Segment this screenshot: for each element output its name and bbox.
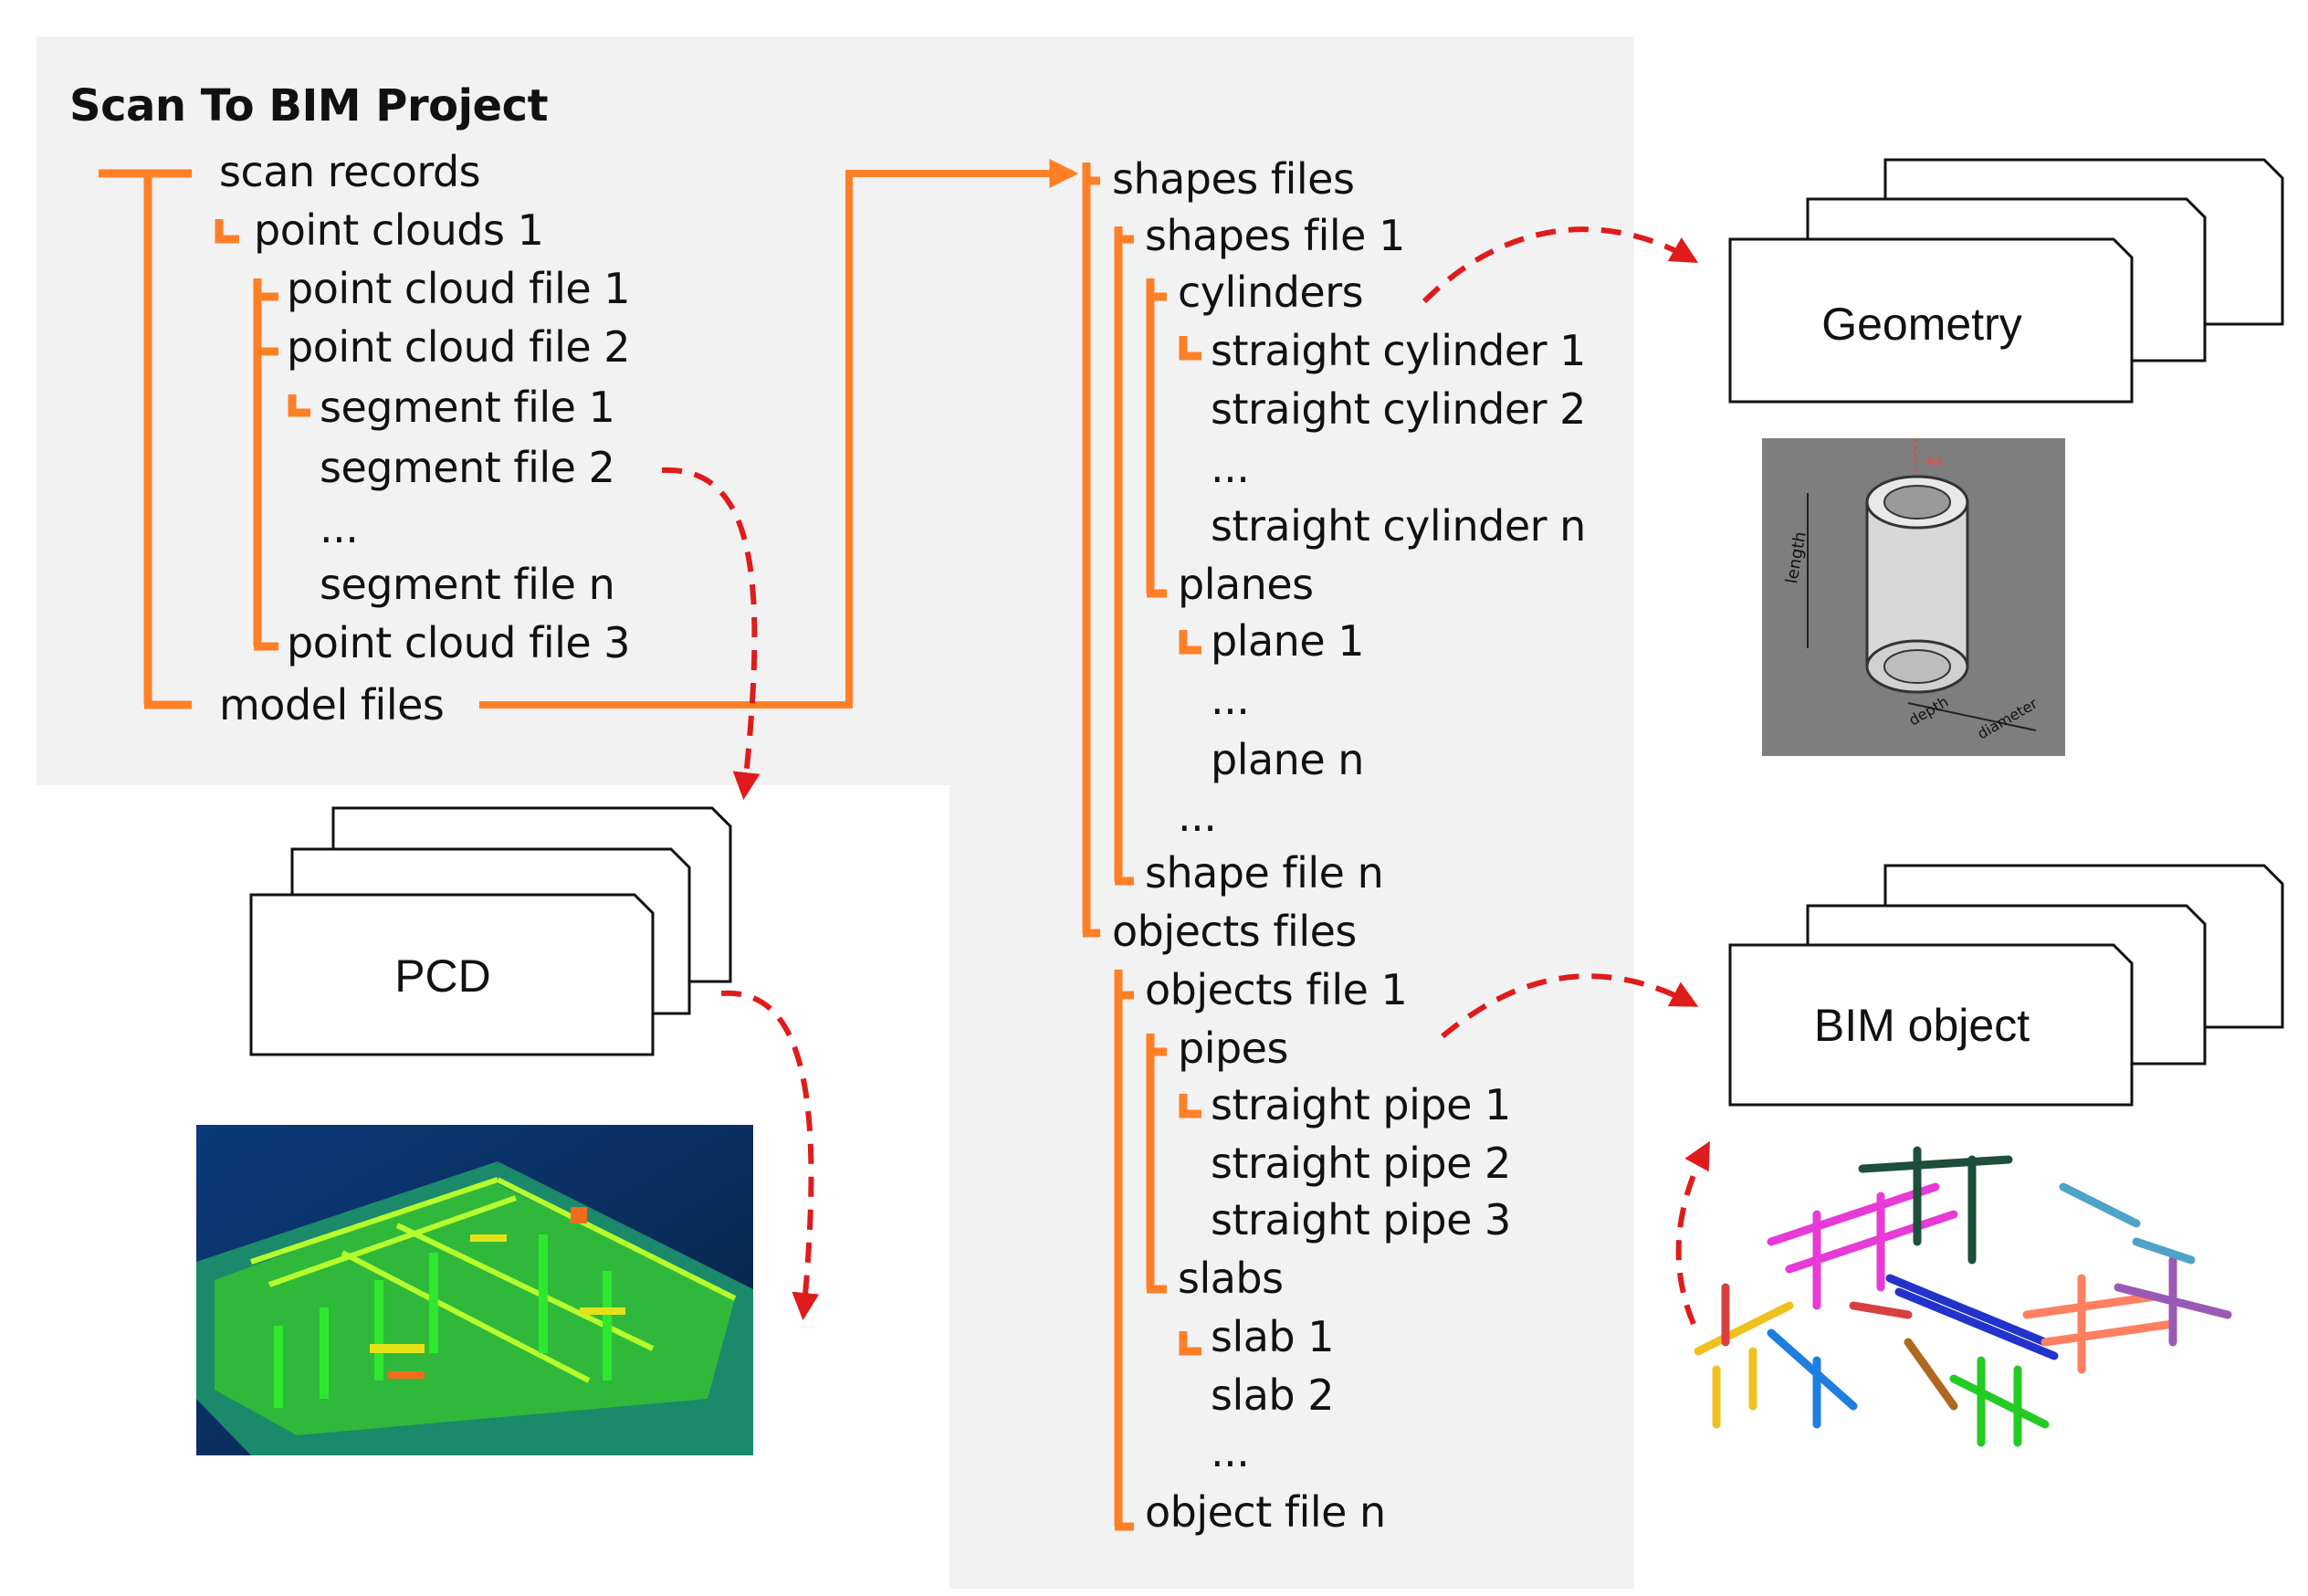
tree-item-cylinders: cylinders: [1178, 268, 1364, 317]
geometry-stack: [1728, 158, 2284, 404]
bim-pipe-model-image: [1680, 1132, 2246, 1479]
geometry-box-label: Geometry: [1821, 299, 2022, 350]
bim-object-stack: [1728, 864, 2284, 1107]
tree-item-shape-file-n: shape file n: [1145, 848, 1384, 898]
project-title: Scan To BIM Project: [69, 80, 549, 131]
tree-item-straight-cylinder-2: straight cylinder 2: [1211, 384, 1586, 434]
pcd-box-label: PCD: [394, 950, 491, 1002]
scan-records-panel: [37, 37, 949, 785]
tree-item-ellipsis-2: ...: [1211, 675, 1250, 724]
tree-item-objects-files: objects files: [1112, 907, 1357, 956]
tree-item-point-clouds-1: point clouds 1: [254, 205, 544, 255]
cylinder-geometry-image: length depth diameter Ax: [1762, 438, 2065, 756]
tree-item-objects-file-1: objects file 1: [1145, 965, 1408, 1014]
tree-item-plane-1: plane 1: [1211, 616, 1365, 666]
model-to-shapes-connector: [479, 159, 1079, 709]
tree-item-ellipsis-4: ...: [1211, 1427, 1250, 1476]
tree-item-shapes-files: shapes files: [1112, 154, 1355, 204]
tree-item-segment-file-1: segment file 1: [320, 383, 615, 432]
model-files-panel: [949, 37, 1634, 1589]
tree-item-straight-pipe-1: straight pipe 1: [1211, 1080, 1511, 1129]
tree-item-scan-records: scan records: [219, 147, 481, 196]
tree-item-point-cloud-file-1: point cloud file 1: [287, 264, 631, 313]
tree-item-straight-pipe-2: straight pipe 2: [1211, 1139, 1511, 1188]
tree-item-object-file-n: object file n: [1145, 1487, 1386, 1537]
tree-item-point-cloud-file-2: point cloud file 2: [287, 322, 631, 372]
dashed-arrows: [661, 226, 1710, 1326]
tree-item-planes: planes: [1178, 560, 1314, 609]
tree-item-plane-n: plane n: [1211, 735, 1364, 784]
tree-item-pipes: pipes: [1178, 1024, 1288, 1073]
tree-item-slab-2: slab 2: [1211, 1370, 1335, 1420]
tree-item-straight-pipe-3: straight pipe 3: [1211, 1195, 1511, 1244]
tree-item-slab-1: slab 1: [1211, 1312, 1335, 1361]
cylinder-axis-label: Ax: [1926, 455, 1943, 469]
tree-item-segment-file-n: segment file n: [320, 560, 615, 609]
tree-item-ellipsis-1: ...: [1211, 443, 1250, 492]
tree-item-straight-cylinder-1: straight cylinder 1: [1211, 326, 1586, 375]
tree-item-point-cloud-file-3: point cloud file 3: [287, 618, 631, 667]
left-tree-lines: [99, 169, 310, 709]
pcd-stack: [249, 806, 732, 1056]
tree-item-shapes-file-1: shapes file 1: [1145, 211, 1405, 260]
point-cloud-image: [196, 1125, 753, 1455]
tree-item-segment-file-2: segment file 2: [320, 443, 615, 492]
tree-item-model-files: model files: [219, 680, 445, 730]
tree-item-ellipsis: ...: [320, 503, 359, 552]
bim-object-box-label: BIM object: [1813, 1000, 2030, 1051]
right-tree-lines: [1082, 163, 1201, 1531]
tree-item-ellipsis-3: ...: [1178, 792, 1217, 841]
tree-item-slabs: slabs: [1178, 1254, 1284, 1303]
tree-item-straight-cylinder-n: straight cylinder n: [1211, 501, 1586, 551]
